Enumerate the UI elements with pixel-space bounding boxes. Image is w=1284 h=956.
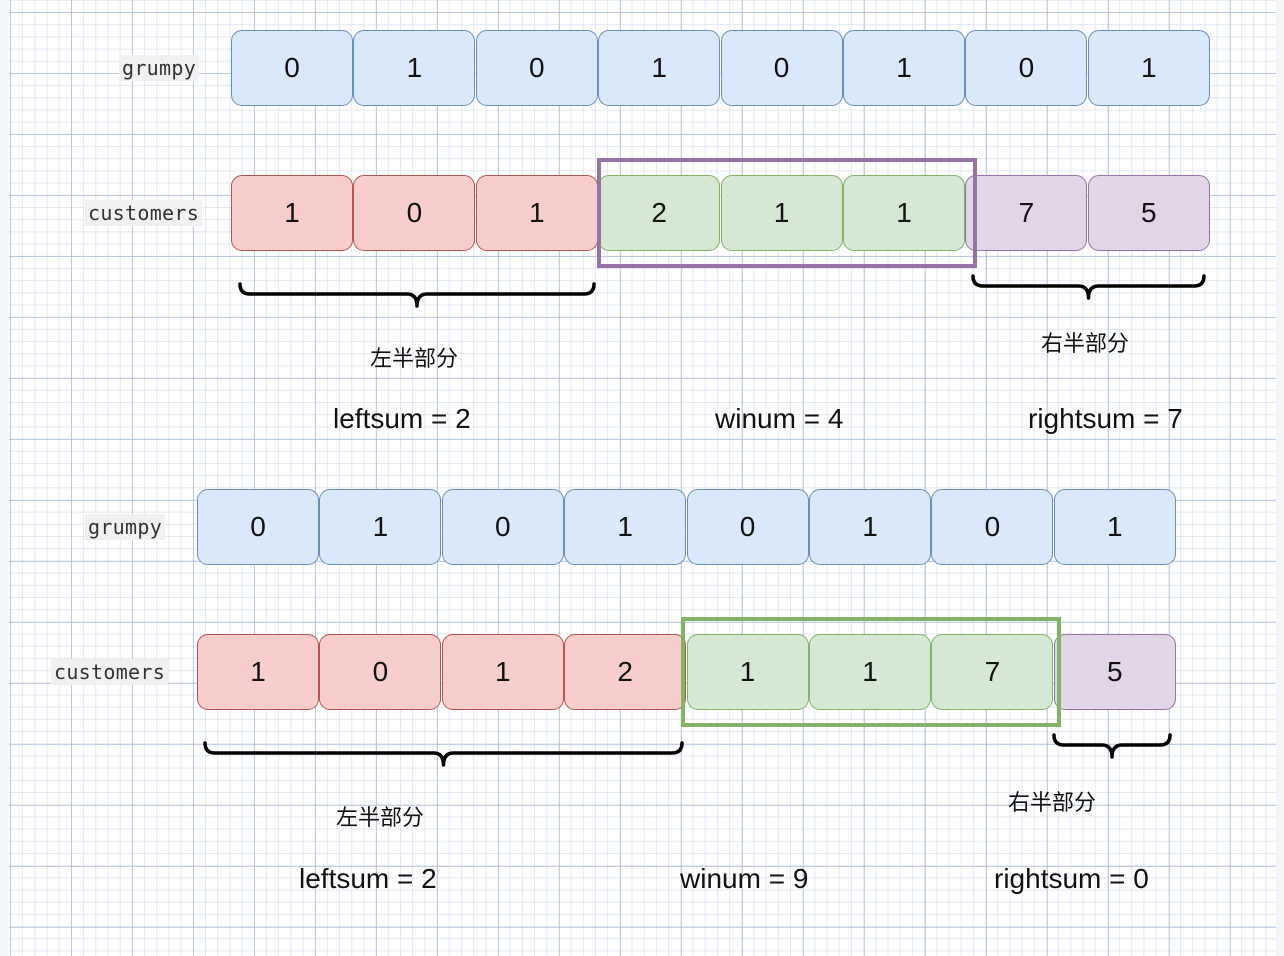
panel-1-customers-cell-left: 1: [231, 175, 353, 251]
panel-1-grumpy-cell: 0: [475, 30, 598, 106]
left-edge-strip: [0, 0, 9, 956]
panel-2-right-brace-path: [1052, 733, 1172, 759]
panel-1-left-brace-path: [238, 282, 596, 308]
panel-2-sliding-window-frame: [681, 617, 1061, 727]
panel-2-customers-cell-window: 1: [809, 634, 931, 710]
panel-2-left-brace-path: [203, 741, 684, 767]
panel-2-customers-cell-left: 1: [197, 634, 319, 710]
panel-1-sliding-window-frame: [597, 158, 977, 268]
panel-2-right-brace: [1052, 733, 1172, 759]
panel-2-grumpy-label: grumpy: [85, 514, 166, 540]
panel-2-customers-cell-left: 2: [564, 634, 687, 710]
panel-2-grumpy-cell: 0: [197, 489, 319, 565]
panel-2-left-brace: [203, 741, 684, 767]
panel-2-right-caption: 右半部分: [1008, 791, 1097, 816]
panel-1-grumpy-cell: 0: [231, 30, 353, 106]
panel-2-customers-cell-window: 1: [686, 634, 809, 710]
panel-2-grumpy-cell: 1: [564, 489, 687, 565]
panel-2-grumpy-cell: 0: [686, 489, 809, 565]
panel-1-right-brace-path: [971, 274, 1206, 300]
panel-1-customers-cell-right: 5: [1087, 175, 1210, 251]
panel-1-grumpy-cell: 1: [843, 30, 965, 106]
panel-1-grumpy-cell: 1: [353, 30, 476, 106]
panel-1-right-caption: 右半部分: [1041, 332, 1130, 357]
panel-1-winum: winum = 4: [715, 403, 844, 434]
panel-1-customers-cell-left: 0: [353, 175, 476, 251]
panel-1-customers-cell-window: 2: [598, 175, 721, 251]
panel-2-customers-cell-right: 5: [1053, 634, 1176, 710]
panel-2-customers-cell-left: 0: [319, 634, 442, 710]
panel-2-customers-cell-window: 7: [931, 634, 1054, 710]
panel-2-leftsum: leftsum = 2: [299, 863, 437, 894]
panel-1-grumpy-cell: 1: [1087, 30, 1210, 106]
panel-1-grumpy-cell: 1: [598, 30, 721, 106]
panel-1-rightsum: rightsum = 7: [1028, 403, 1183, 434]
panel-1-customers-label: customers: [85, 200, 203, 226]
panel-2-rightsum: rightsum = 0: [994, 863, 1149, 894]
panel-1-grumpy-label: grumpy: [119, 55, 200, 81]
panel-1-left-caption: 左半部分: [370, 347, 459, 372]
panel-1-customers-cell-right: 7: [965, 175, 1088, 251]
panel-1-customers-cell-window: 1: [720, 175, 843, 251]
panel-1-customers-cell-left: 1: [475, 175, 598, 251]
panel-1-grumpy-cell: 0: [965, 30, 1088, 106]
panel-1-grumpy-cell: 0: [720, 30, 843, 106]
panel-1-leftsum: leftsum = 2: [333, 403, 471, 434]
panel-2-grumpy-cell: 0: [441, 489, 564, 565]
panel-2-winum: winum = 9: [680, 863, 809, 894]
panel-2-customers-cell-left: 1: [441, 634, 564, 710]
panel-1-right-brace: [971, 274, 1206, 300]
panel-2-grumpy-cell: 1: [1053, 489, 1176, 565]
panel-2-grumpy-cell: 1: [319, 489, 442, 565]
panel-2-grumpy-cell: 0: [931, 489, 1054, 565]
right-edge-strip: [1276, 0, 1284, 956]
panel-2-customers-label: customers: [51, 659, 169, 685]
panel-1-left-brace: [238, 282, 596, 308]
panel-2-left-caption: 左半部分: [336, 806, 425, 831]
panel-2-grumpy-cell: 1: [809, 489, 931, 565]
panel-1-customers-cell-window: 1: [843, 175, 965, 251]
